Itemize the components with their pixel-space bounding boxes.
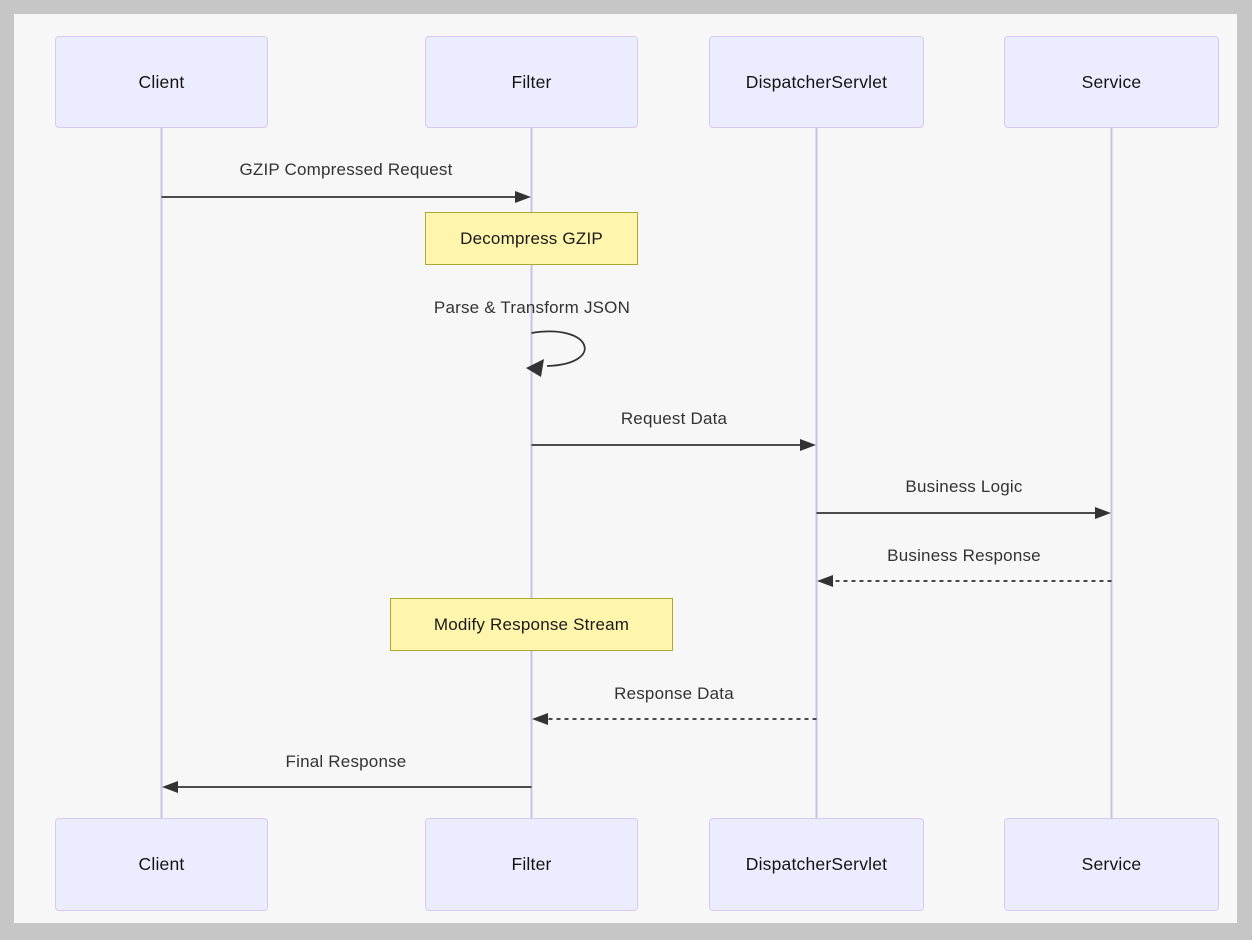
- arrowhead-business-logic: [1095, 507, 1111, 519]
- arrowhead-response-data: [532, 713, 548, 725]
- actor-bottom-client: Client: [55, 818, 268, 911]
- self-loop-line-parse-transform-json: [531, 330, 586, 367]
- arrowhead-final-response: [162, 781, 178, 793]
- actor-top-service: Service: [1004, 36, 1219, 128]
- actor-top-client: Client: [55, 36, 268, 128]
- actor-bottom-filter: Filter: [425, 818, 638, 911]
- arrowhead-request-data: [800, 439, 816, 451]
- diagram-canvas: Decompress GZIP Modify Response Stream G…: [14, 14, 1237, 923]
- actor-bottom-dispatcher-servlet: DispatcherServlet: [709, 818, 924, 911]
- message-label-request-data: Request Data: [620, 409, 728, 428]
- message-label-business-response: Business Response: [887, 546, 1041, 565]
- message-arrows: [161, 191, 1112, 793]
- message-label-business-logic: Business Logic: [905, 477, 1023, 496]
- diagram-lines-layer: [160, 128, 1113, 818]
- actor-top-filter: Filter: [425, 36, 638, 128]
- note-decompress-gzip: Decompress GZIP: [425, 212, 638, 265]
- note-modify-response-stream: Modify Response Stream: [390, 598, 673, 651]
- message-label-final-response: Final Response: [285, 752, 407, 771]
- actor-bottom-service: Service: [1004, 818, 1219, 911]
- message-label-gzip-compressed-request: GZIP Compressed Request: [239, 160, 453, 179]
- arrowhead-business-response: [817, 575, 833, 587]
- arrowhead-parse-transform-json: [526, 359, 544, 377]
- arrowhead-gzip-compressed-request: [515, 191, 531, 203]
- message-label-response-data: Response Data: [614, 684, 734, 703]
- actor-top-dispatcher-servlet: DispatcherServlet: [709, 36, 924, 128]
- message-label-parse-transform-json: Parse & Transform JSON: [433, 298, 631, 317]
